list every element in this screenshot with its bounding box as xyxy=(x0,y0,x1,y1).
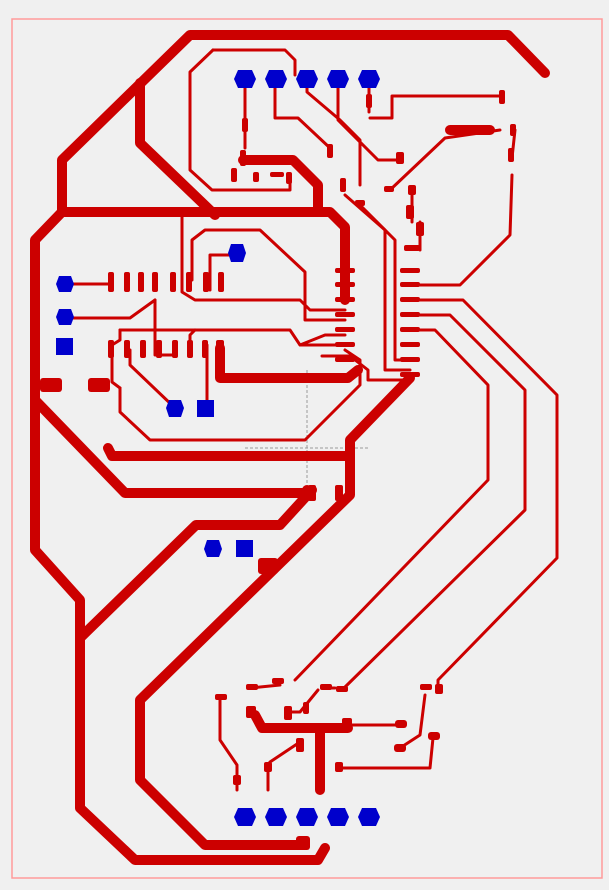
header-bottom-pin-3 xyxy=(296,808,318,826)
header-bottom-pin-2 xyxy=(265,808,287,826)
power-trace-left-upper xyxy=(103,443,353,461)
power-trace-top-loop xyxy=(57,30,550,305)
header-bottom-pin-5 xyxy=(358,808,380,826)
power-trace-left-branch xyxy=(135,78,220,220)
power-trace-mid-diagonal xyxy=(75,485,317,643)
smd-pads xyxy=(40,90,516,850)
header-top-pin-1 xyxy=(234,70,256,88)
jumper-pad-round-a xyxy=(166,400,184,417)
power-trace-center-long xyxy=(135,373,415,850)
power-trace-lower-bar xyxy=(250,710,353,733)
jumper-pad-square-a xyxy=(197,400,214,417)
power-trace-upper-u xyxy=(238,155,323,215)
signal-traces xyxy=(63,48,559,792)
through-hole-pads xyxy=(56,70,380,826)
left-connector-pin-3 xyxy=(56,338,73,355)
jumper-pad-square-b xyxy=(236,540,253,557)
header-top-pin-5 xyxy=(358,70,380,88)
header-top-pin-3 xyxy=(296,70,318,88)
left-connector-pin-2 xyxy=(56,309,74,325)
header-bottom-pin-4 xyxy=(327,808,349,826)
left-connector-pin-1 xyxy=(56,276,74,292)
header-top-pin-2 xyxy=(265,70,287,88)
power-trace-left-frame xyxy=(30,207,330,865)
via-pad-upper xyxy=(228,244,246,262)
power-traces xyxy=(30,30,550,865)
header-top-pin-4 xyxy=(327,70,349,88)
power-trace-vcc-bar xyxy=(215,343,363,383)
board-outline xyxy=(11,18,603,879)
header-bottom-pin-1 xyxy=(234,808,256,826)
origin-crosshair xyxy=(245,370,370,500)
jumper-pad-round-b xyxy=(204,540,222,557)
